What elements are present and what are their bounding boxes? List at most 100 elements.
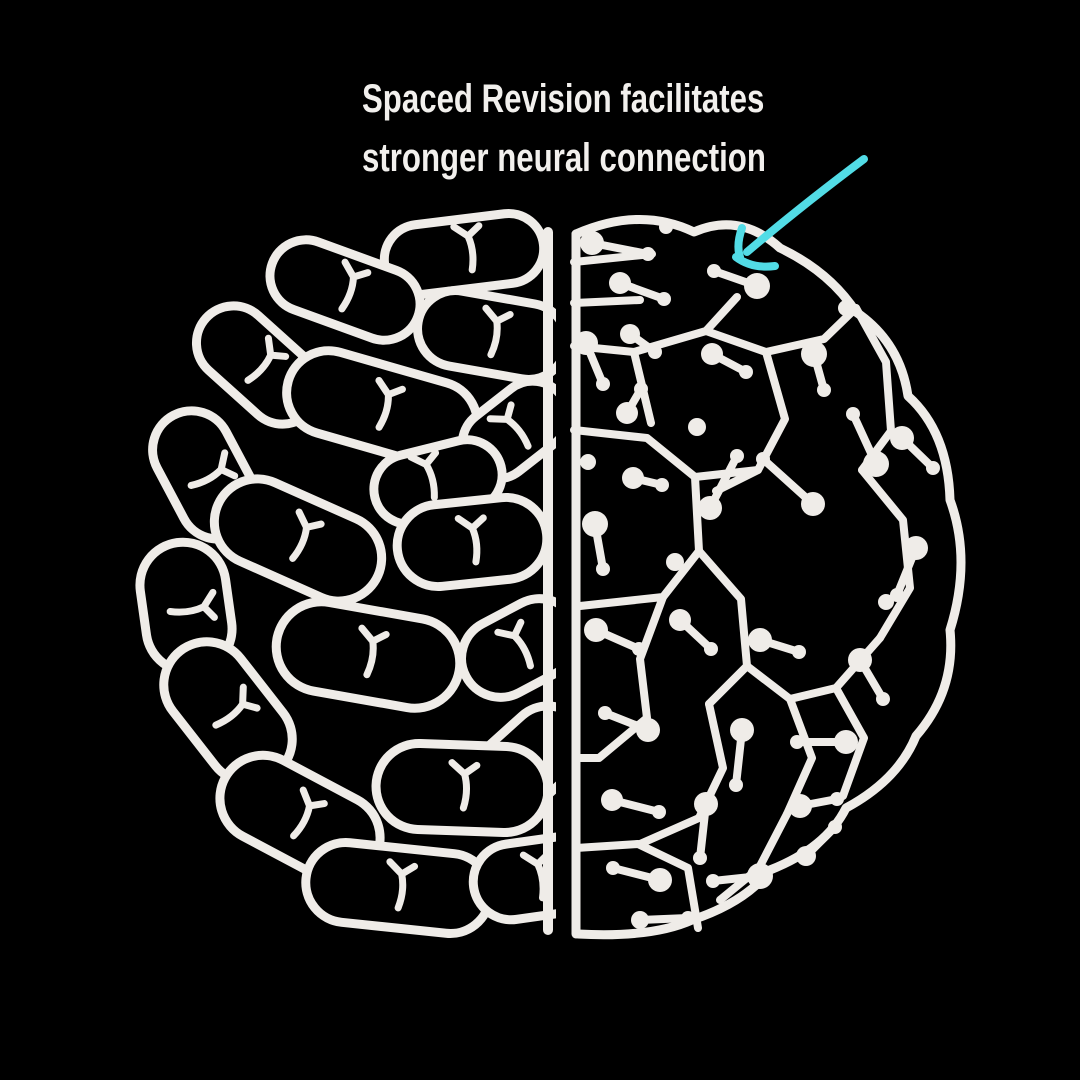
circuit-node bbox=[701, 343, 723, 365]
caption-line-2: stronger neural connection bbox=[362, 136, 766, 180]
gyrus-fold bbox=[413, 286, 556, 384]
circuit-cell-wall bbox=[572, 593, 667, 762]
circuit-node-small bbox=[828, 820, 842, 834]
circuit-node bbox=[616, 402, 638, 424]
gyrus-fold bbox=[301, 838, 495, 938]
circuit-node-small bbox=[926, 461, 940, 475]
branch-mark bbox=[482, 304, 514, 359]
branch-mark bbox=[454, 514, 487, 566]
circuit-node-small bbox=[729, 778, 743, 792]
annotation-arrow-icon bbox=[732, 155, 868, 271]
circuit-node-small bbox=[739, 365, 753, 379]
arrow-head bbox=[732, 253, 779, 271]
circuit-node bbox=[796, 846, 816, 866]
circuit-node bbox=[838, 300, 854, 316]
circuit-node bbox=[582, 511, 608, 537]
circuit-node-small bbox=[648, 345, 662, 359]
branch-mark bbox=[338, 258, 372, 313]
caption-line-1: Spaced Revision facilitates bbox=[362, 77, 765, 121]
circuit-node bbox=[631, 911, 649, 929]
circuit-node-small bbox=[790, 735, 804, 749]
circuit-cell-wall bbox=[570, 293, 741, 356]
circuit-node-small bbox=[890, 588, 904, 602]
circuit-node bbox=[620, 324, 640, 344]
circuit-node-small bbox=[730, 449, 744, 463]
circuit-node-small bbox=[634, 382, 648, 396]
circuit-cell-wall bbox=[702, 304, 860, 356]
circuit-node-small bbox=[756, 452, 770, 466]
gyrus-fold bbox=[371, 738, 553, 838]
circuit-node-small bbox=[707, 264, 721, 278]
circuit-node-small bbox=[606, 861, 620, 875]
arrow-head bbox=[734, 224, 746, 261]
circuit-node-small bbox=[706, 874, 720, 888]
circuit-node bbox=[788, 794, 812, 818]
circuit-node-small bbox=[632, 642, 646, 656]
circuit-node bbox=[584, 618, 608, 642]
circuit-cell-wall bbox=[832, 684, 868, 800]
circuit-node bbox=[648, 868, 672, 892]
branch-mark bbox=[494, 618, 534, 670]
circuit-cell-wall bbox=[570, 426, 703, 610]
branch-mark bbox=[375, 376, 406, 431]
circuit-node-small bbox=[876, 692, 890, 706]
gyrus-fold bbox=[209, 474, 387, 606]
circuit-node bbox=[801, 341, 827, 367]
circuit-node bbox=[688, 418, 706, 436]
circuit-node-small bbox=[846, 407, 860, 421]
circuit-node-small bbox=[830, 792, 844, 806]
circuit-node-small bbox=[598, 706, 612, 720]
branch-mark bbox=[450, 222, 483, 274]
branch-mark bbox=[289, 508, 325, 562]
arrow-shaft bbox=[743, 155, 868, 256]
circuit-cell-wall bbox=[572, 840, 702, 932]
circuit-node bbox=[694, 792, 718, 816]
circuit-node-small bbox=[681, 911, 695, 925]
circuit-node bbox=[698, 496, 722, 520]
circuit-node bbox=[574, 331, 598, 355]
circuit-node bbox=[622, 467, 644, 489]
gyrus-fold bbox=[392, 492, 552, 592]
circuit-node-small bbox=[704, 642, 718, 656]
caption: Spaced Revision facilitates stronger neu… bbox=[362, 70, 880, 188]
circuit-cell-wall bbox=[712, 348, 789, 495]
branch-mark bbox=[358, 624, 390, 679]
circuit-node-small bbox=[596, 377, 610, 391]
circuit-cell-wall bbox=[636, 814, 703, 848]
circuit-node bbox=[748, 628, 772, 652]
branch-mark bbox=[187, 449, 239, 489]
branch-mark bbox=[166, 588, 218, 621]
circuit-node-small bbox=[641, 247, 655, 261]
circuit-node-small bbox=[693, 851, 707, 865]
branch-mark bbox=[244, 334, 290, 384]
circuit-node-small bbox=[596, 562, 610, 576]
circuit-node bbox=[904, 536, 928, 560]
circuit-node bbox=[801, 492, 825, 516]
circuit-nodes bbox=[574, 220, 940, 929]
circuit-node-small bbox=[792, 645, 806, 659]
branch-mark bbox=[386, 858, 419, 912]
circuit-cell-wall bbox=[852, 304, 895, 474]
circuit-node bbox=[666, 553, 684, 571]
circuit-node bbox=[601, 789, 623, 811]
circuit-node bbox=[747, 863, 773, 889]
gyrus-branch-marks bbox=[166, 222, 552, 912]
branch-mark bbox=[486, 401, 532, 450]
circuit-node bbox=[580, 454, 596, 470]
circuit-node-small bbox=[657, 292, 671, 306]
circuit-node bbox=[609, 272, 631, 294]
circuit-node bbox=[659, 220, 673, 234]
circuit-node-small bbox=[817, 383, 831, 397]
brain-left-hemisphere bbox=[135, 209, 556, 938]
circuit-node bbox=[580, 231, 604, 255]
circuit-cell-wall bbox=[695, 547, 751, 708]
circuit-node-small bbox=[652, 805, 666, 819]
circuit-node bbox=[744, 273, 770, 299]
circuit-node bbox=[636, 718, 660, 742]
circuit-node bbox=[878, 594, 894, 610]
circuit-node bbox=[890, 426, 914, 450]
circuit-node bbox=[669, 609, 691, 631]
branch-mark bbox=[290, 786, 328, 840]
